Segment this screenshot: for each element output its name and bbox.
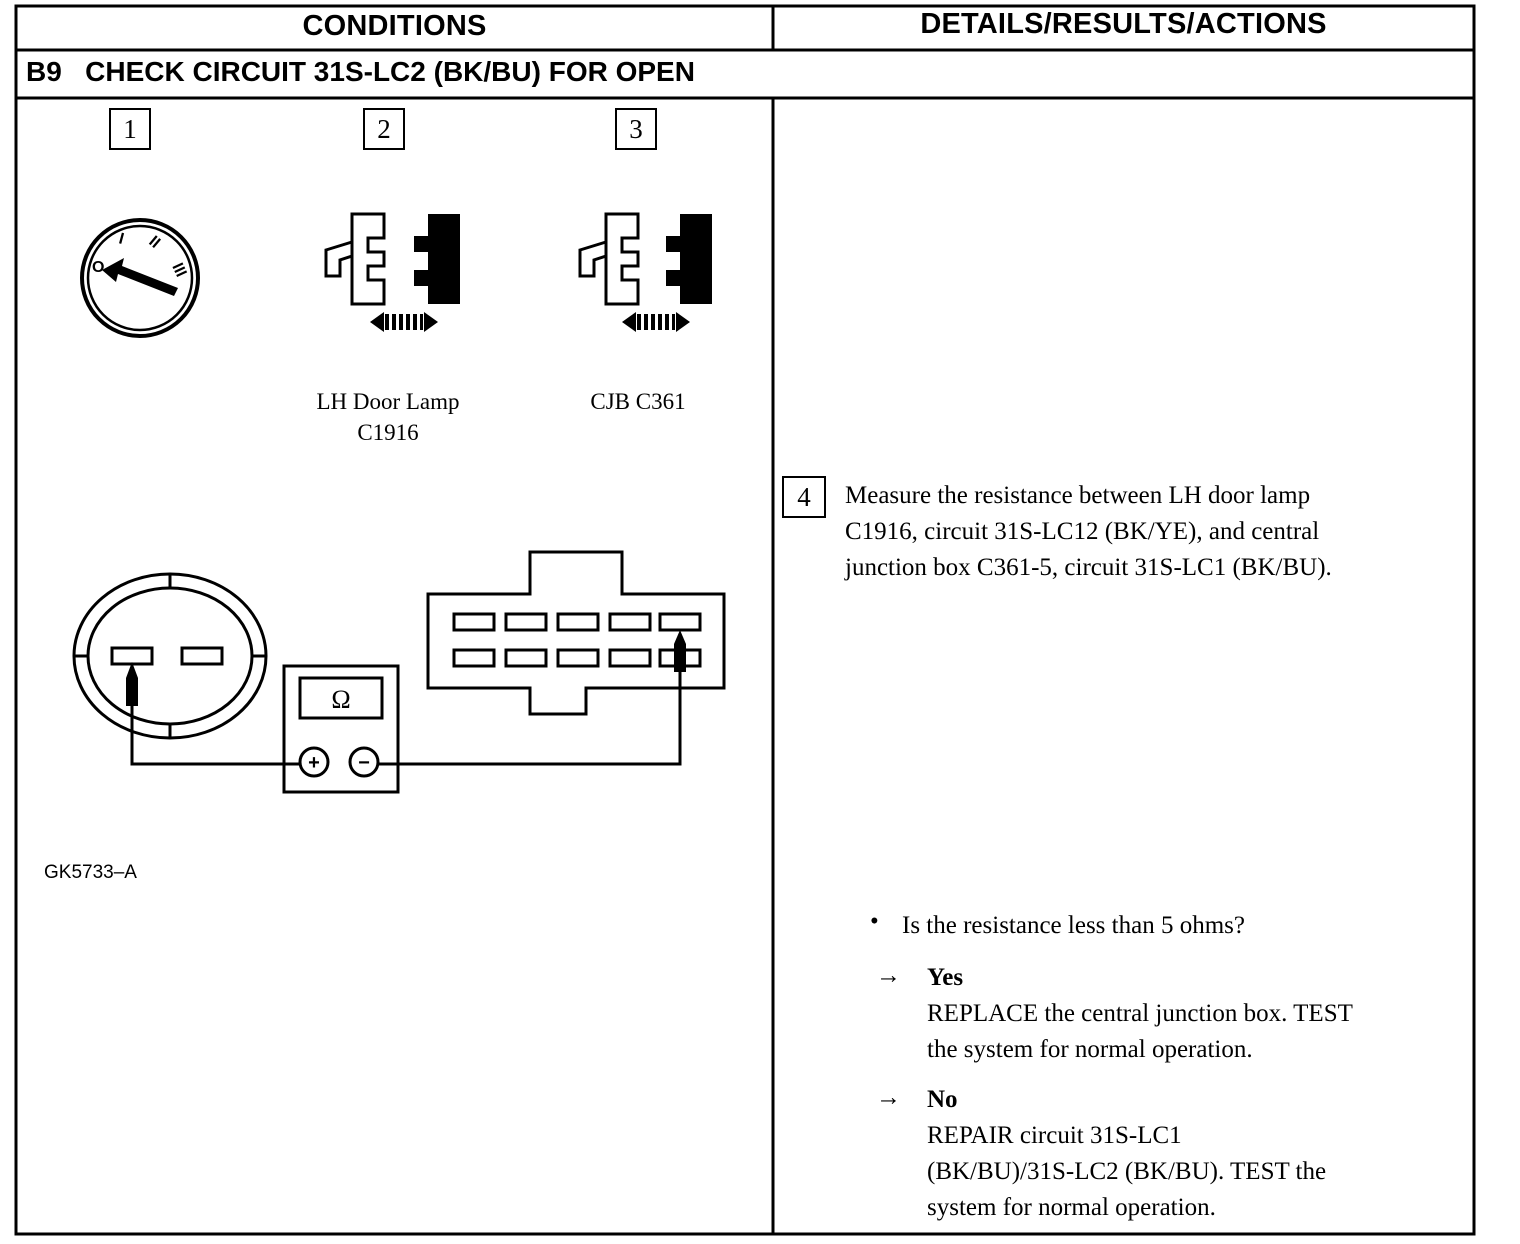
door-lamp-connector-icon (324, 212, 460, 332)
probe-tips (126, 630, 686, 706)
yes-line-1: REPLACE the central junction box. TEST (927, 1000, 1353, 1027)
door-lamp-caption: LH Door Lamp C1916 (258, 386, 518, 448)
step-2-box: 2 (363, 108, 405, 150)
step-1-box: 1 (109, 108, 151, 150)
measure-instruction: Measure the resistance between LH door l… (845, 478, 1332, 586)
instruction-line-3: junction box C361-5, circuit 31S-LC1 (BK… (845, 554, 1332, 581)
no-line-1: REPAIR circuit 31S-LC1 (927, 1122, 1182, 1149)
no-label: No (927, 1086, 958, 1113)
svg-text:I: I (117, 230, 126, 248)
step-title-text: CHECK CIRCUIT 31S-LC2 (BK/BU) FOR OPEN (85, 56, 695, 87)
yes-branch: Yes REPLACE the central junction box. TE… (927, 960, 1353, 1068)
resistance-question: Is the resistance less than 5 ohms? (902, 912, 1245, 939)
no-line-3: system for normal operation. (927, 1194, 1216, 1221)
ohmmeter: Ω + − (282, 664, 400, 794)
round-connector (72, 572, 268, 740)
resistance-measurement-diagram: Ω + − (72, 550, 726, 794)
details-header: DETAILS/RESULTS/ACTIONS (920, 8, 1327, 40)
cjb-connector-icon (578, 212, 712, 332)
cjb-caption: CJB C361 (590, 389, 686, 414)
svg-text:O: O (92, 259, 104, 276)
no-arrow-icon: → (876, 1084, 901, 1111)
step-4-box: 4 (782, 476, 826, 518)
svg-text:III: III (168, 261, 189, 280)
ignition-switch-icon: O I II III (80, 218, 200, 338)
step-3-box: 3 (615, 108, 657, 150)
yes-arrow-icon: → (876, 962, 901, 989)
test-leads (130, 666, 682, 766)
conditions-header: CONDITIONS (302, 10, 487, 42)
instruction-line-1: Measure the resistance between LH door l… (845, 482, 1311, 509)
figure-id: GK5733–A (44, 862, 137, 883)
yes-label: Yes (927, 964, 964, 991)
step-code: B9 (26, 56, 62, 87)
svg-text:Ω: Ω (331, 685, 350, 714)
door-lamp-caption-line-2: C1916 (357, 420, 419, 445)
question-bullet: • (870, 908, 879, 935)
no-branch: No REPAIR circuit 31S-LC1 (BK/BU)/31S-LC… (927, 1082, 1326, 1226)
svg-text:+: + (308, 752, 320, 774)
yes-line-2: the system for normal operation. (927, 1036, 1253, 1063)
step-title: B9 CHECK CIRCUIT 31S-LC2 (BK/BU) FOR OPE… (26, 56, 695, 88)
door-lamp-caption-line-1: LH Door Lamp (316, 389, 460, 414)
cjb-multipin-connector (426, 550, 726, 716)
no-line-2: (BK/BU)/31S-LC2 (BK/BU). TEST the (927, 1158, 1327, 1185)
instruction-line-2: C1916, circuit 31S-LC12 (BK/YE), and cen… (845, 518, 1320, 545)
svg-text:−: − (358, 752, 370, 774)
